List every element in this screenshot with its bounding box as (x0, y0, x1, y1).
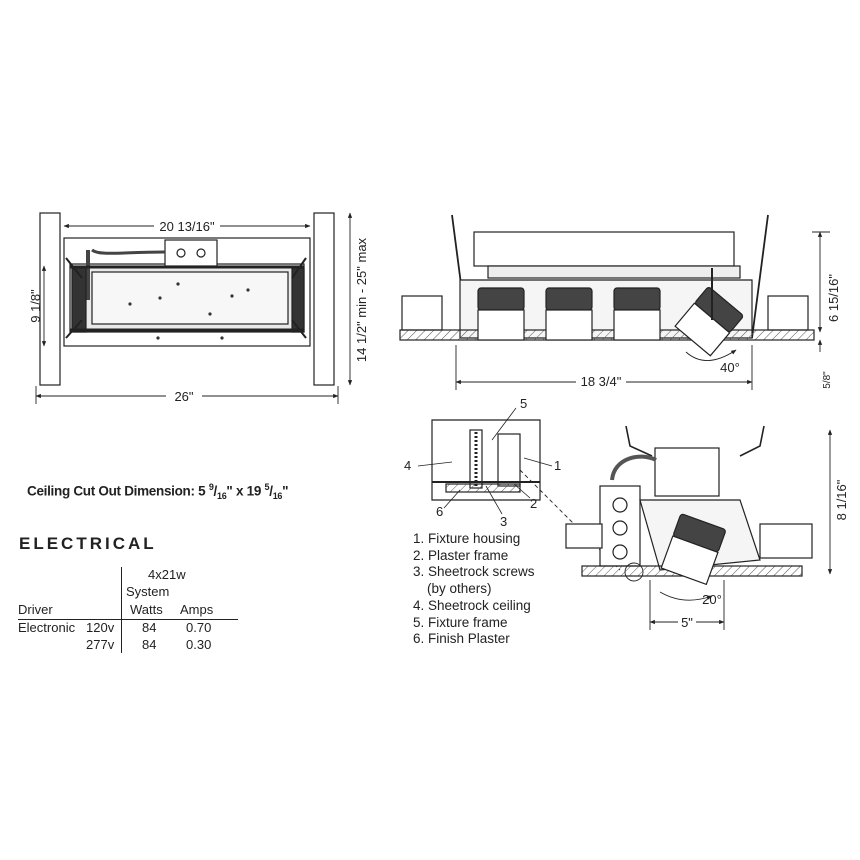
row-1-voltage: 120v (86, 620, 115, 635)
zoom-detail (417, 407, 621, 571)
cutout-b-whole: 19 (246, 483, 262, 499)
legend-item: 6. Finish Plaster (413, 631, 510, 647)
legend-item: 5. Fixture frame (413, 614, 508, 630)
legend-item: 3. Sheetrock screws (413, 564, 535, 580)
section-angle-label: 40° (720, 360, 740, 375)
legend-item: (by others) (427, 581, 492, 597)
section-trim-label: 5/8" (822, 371, 833, 389)
legend-item: 4. Sheetrock ceiling (413, 597, 531, 613)
callout-5: 5 (520, 396, 527, 411)
plan-joist-label: 14 1/2" min - 25" max (354, 237, 369, 362)
plan-inner-plate (91, 271, 289, 325)
section-view (399, 214, 815, 357)
section-height-label: 6 15/16" (826, 274, 841, 322)
col-watts: Watts (130, 602, 163, 617)
side-angle-label: 20° (702, 592, 722, 607)
col-driver: Driver (18, 602, 53, 617)
cutout-sep: x (235, 483, 244, 499)
side-height-label: 8 1/16" (834, 479, 849, 520)
plan-width-overall-label: 26" (174, 389, 193, 404)
side-detail (565, 425, 813, 586)
side-driver-box (654, 447, 720, 497)
row-2-voltage: 277v (86, 637, 115, 652)
side-junction-box (599, 485, 641, 567)
callout-2: 2 (530, 496, 537, 511)
row-2-amps: 0.30 (186, 637, 212, 652)
zoom-callouts: 5 4 1 2 6 3 (404, 396, 561, 529)
cutout-label: Ceiling Cut Out Dimension: (27, 483, 195, 499)
callout-1: 1 (554, 458, 561, 473)
callout-4: 4 (404, 458, 411, 473)
plan-height-label: 9 1/8" (28, 289, 43, 323)
legend-item: 1. Fixture housing (413, 531, 521, 546)
callout-6: 6 (436, 504, 443, 519)
parts-legend: 1. Fixture housing 2. Plaster frame 3. S… (413, 531, 535, 648)
col-amps: Amps (180, 602, 214, 617)
ceiling-cutout-text: Ceiling Cut Out Dimension: 5 9/16" x 19 … (27, 482, 289, 502)
cutout-b-num: 5 (264, 482, 270, 492)
plan-junction-box (164, 239, 218, 267)
callout-3: 3 (500, 514, 507, 529)
side-width-label: 5" (681, 615, 693, 630)
col-system: System (126, 584, 170, 599)
table-divider (121, 567, 122, 653)
cutout-a-den: 16 (217, 491, 227, 502)
table-config: 4x21w (148, 567, 186, 582)
section-length-label: 18 3/4" (581, 374, 622, 389)
row-1-driver: Electronic (18, 620, 76, 635)
plan-view (39, 212, 335, 386)
left-joist (39, 212, 61, 386)
section-housing-top (473, 231, 735, 267)
electrical-heading: ELECTRICAL (19, 534, 157, 553)
plan-width-inner-label: 20 13/16" (159, 219, 215, 234)
table-rule (18, 619, 238, 620)
right-joist (313, 212, 335, 386)
row-1-watts: 84 (142, 620, 157, 635)
legend-item: 2. Plaster frame (413, 547, 509, 563)
cutout-b-den: 16 (272, 491, 283, 502)
row-1-amps: 0.70 (186, 620, 212, 635)
row-2-watts: 84 (142, 637, 157, 652)
cutout-a-num: 9 (208, 482, 214, 492)
cutout-a-whole: 5 (198, 483, 206, 499)
section-ceiling (399, 329, 815, 341)
electrical-table: 4x21w System Driver Watts Amps Electroni… (18, 567, 258, 657)
